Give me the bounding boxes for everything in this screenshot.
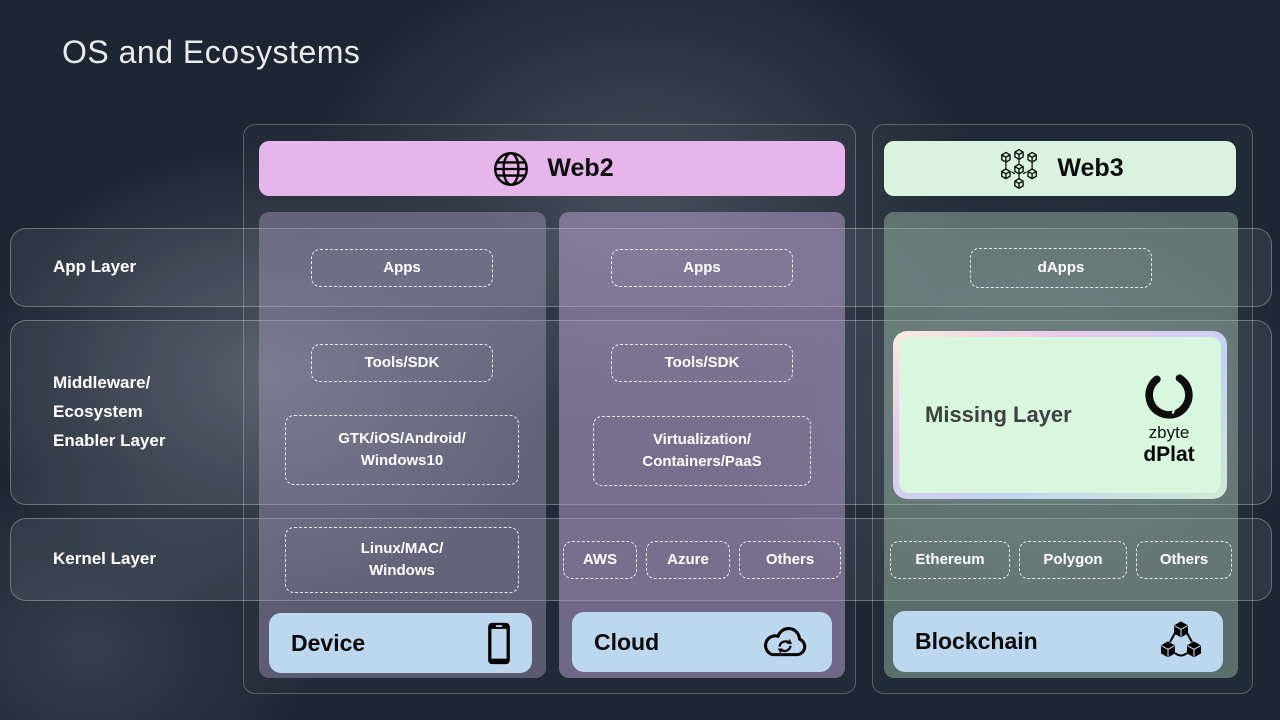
web2-group-container — [243, 124, 856, 694]
zbyte-product-name: dPlat — [1143, 442, 1195, 466]
missing-layer-card: Missing Layer zbyte dPlat — [893, 331, 1227, 499]
device-kernel-box: Linux/MAC/ Windows — [285, 527, 519, 593]
globe-icon — [490, 148, 532, 190]
device-footer-label: Device — [291, 629, 366, 656]
blockchain-dapps-box: dApps — [970, 248, 1152, 288]
cloud-column: Apps Tools/SDK Virtualization/ Container… — [559, 212, 845, 678]
cloud-footer-label: Cloud — [594, 628, 660, 655]
page-title: OS and Ecosystems — [62, 34, 361, 70]
web2-banner-label: Web2 — [547, 154, 614, 182]
band-app-layer-label: App Layer — [53, 257, 137, 277]
blockchain-footer-label: Blockchain — [915, 628, 1038, 654]
zbyte-brand-name: zbyte — [1148, 423, 1190, 443]
cloud-tools-sdk-box: Tools/SDK — [611, 344, 793, 382]
missing-layer-card-inner: Missing Layer zbyte dPlat — [899, 337, 1221, 493]
device-tools-sdk-box: Tools/SDK — [311, 344, 493, 382]
device-footer: Device — [269, 613, 532, 673]
zbyte-brand-block: zbyte dPlat — [1141, 367, 1197, 467]
web3-group-container — [872, 124, 1253, 694]
smartphone-icon — [486, 621, 512, 666]
device-middleware-box: GTK/iOS/Android/ Windows10 — [285, 415, 519, 485]
device-apps-box: Apps — [311, 249, 493, 287]
cloud-apps-box: Apps — [611, 249, 793, 287]
blockchain-kernel-polygon-box: Polygon — [1019, 541, 1127, 579]
missing-layer-label: Missing Layer — [925, 402, 1072, 427]
zbyte-logo-icon — [1141, 367, 1197, 423]
blockchain-cubes-icon — [1159, 620, 1203, 664]
cloud-middleware-box: Virtualization/ Containers/PaaS — [593, 416, 811, 486]
web3-banner-label: Web3 — [1057, 154, 1124, 182]
cloud-kernel-others-box: Others — [739, 541, 841, 579]
blockchain-footer: Blockchain — [893, 611, 1223, 672]
blockchain-kernel-others-box: Others — [1136, 541, 1232, 579]
cloud-kernel-aws-box: AWS — [563, 541, 637, 579]
web2-banner: Web2 — [259, 141, 845, 196]
band-middleware-layer-label: Middleware/ Ecosystem Enabler Layer — [53, 373, 166, 450]
band-kernel-layer-label: Kernel Layer — [53, 549, 156, 569]
network-cubes-icon — [996, 148, 1042, 189]
web3-banner: Web3 — [884, 141, 1236, 196]
cloud-sync-icon — [758, 622, 812, 662]
blockchain-kernel-row: Ethereum Polygon Others — [884, 541, 1238, 579]
cloud-kernel-row: AWS Azure Others — [559, 541, 845, 579]
cloud-kernel-azure-box: Azure — [646, 541, 730, 579]
blockchain-kernel-ethereum-box: Ethereum — [890, 541, 1010, 579]
device-column: Apps Tools/SDK GTK/iOS/Android/ Windows1… — [259, 212, 546, 678]
blockchain-column: dApps Missing Layer zbyte dPlat — [884, 212, 1238, 678]
cloud-footer: Cloud — [572, 612, 832, 672]
